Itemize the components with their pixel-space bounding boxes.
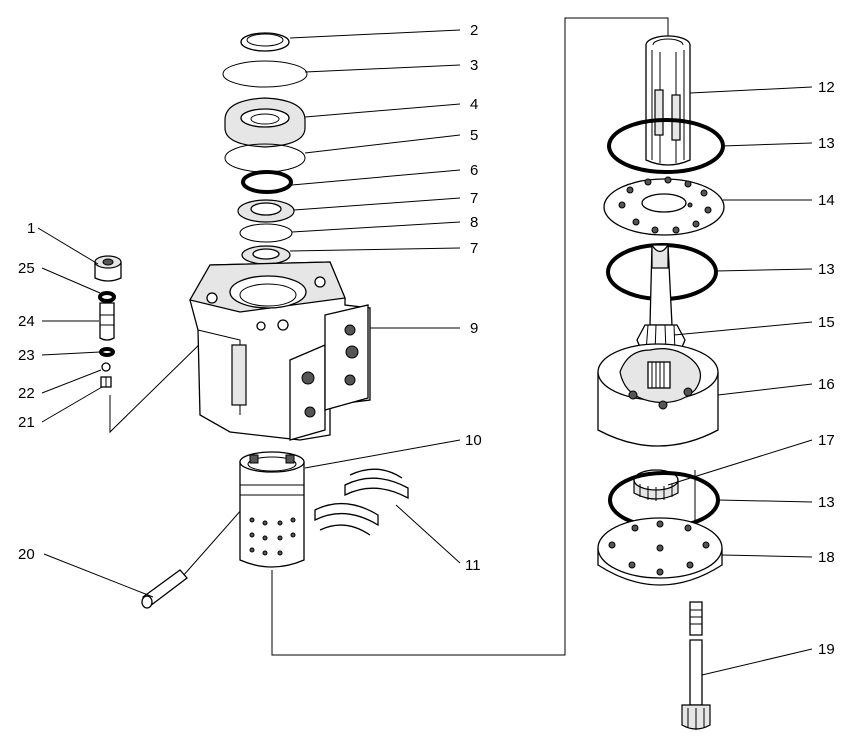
callout-13-bottom: 13 [818, 494, 835, 511]
callout-23: 23 [18, 347, 35, 364]
callout-19: 19 [818, 641, 835, 658]
part-14-plate [603, 176, 725, 236]
part-6-quad-ring [241, 170, 293, 194]
part-7-washer-lower [241, 245, 291, 265]
part-22-ball [101, 362, 111, 372]
part-4-seal [224, 97, 306, 148]
callout-7-lower: 7 [470, 240, 478, 257]
callout-10: 10 [465, 432, 482, 449]
callout-7-upper: 7 [470, 190, 478, 207]
callout-3: 3 [470, 57, 478, 74]
part-19-bolt [681, 601, 711, 730]
part-7-washer-upper [237, 199, 295, 223]
callout-13-middle: 13 [818, 261, 835, 278]
part-9-housing [189, 261, 371, 441]
part-20-pin [141, 569, 188, 609]
callout-22: 22 [18, 385, 35, 402]
callout-8: 8 [470, 214, 478, 231]
part-24-valve-seat [99, 302, 115, 341]
callout-1: 1 [27, 220, 35, 237]
callout-9: 9 [470, 320, 478, 337]
callout-18: 18 [818, 549, 835, 566]
callout-11: 11 [465, 557, 481, 574]
callout-14: 14 [818, 192, 835, 209]
callout-13-top: 13 [818, 135, 835, 152]
part-3-o-ring [222, 60, 308, 88]
part-12-drive-shaft [645, 35, 691, 166]
callout-20: 20 [18, 546, 35, 563]
callout-5: 5 [470, 127, 478, 144]
callout-17: 17 [818, 432, 835, 449]
callout-21: 21 [18, 414, 35, 431]
leader-lines [37, 29, 813, 676]
callout-labels: 2 3 4 5 6 7 8 7 9 10 11 20 1 25 24 23 22… [18, 22, 835, 658]
callout-15: 15 [818, 314, 835, 331]
part-8-ring [239, 223, 293, 243]
part-18-end-cap [597, 517, 723, 586]
callout-4: 4 [470, 96, 478, 113]
part-25-o-ring [98, 291, 116, 303]
callout-24: 24 [18, 313, 35, 330]
part-2-ring [240, 32, 290, 52]
callout-16: 16 [818, 376, 835, 393]
part-10-sleeve [239, 451, 305, 568]
callout-12: 12 [818, 79, 835, 96]
part-21-pin [100, 376, 112, 388]
callout-25: 25 [18, 260, 35, 277]
callout-6: 6 [470, 162, 478, 179]
part-1-plug [94, 255, 122, 282]
part-5-o-ring [224, 143, 306, 173]
part-16-gerotor [597, 343, 719, 447]
part-23-o-ring [99, 347, 115, 357]
callout-2: 2 [470, 22, 478, 39]
part-11-springs [314, 468, 409, 536]
